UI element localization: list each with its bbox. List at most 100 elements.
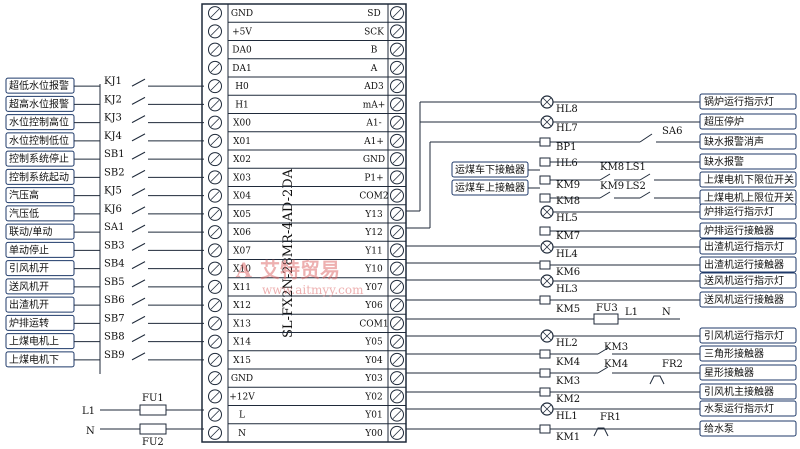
output-label-4: 上煤电机下限位开关 (680, 171, 797, 188)
hl6-label: HL6 (556, 158, 578, 169)
km8-label: KM8 (600, 162, 624, 173)
right-terminal-18: Y05 (364, 334, 404, 349)
input-label: 单动停止 (9, 243, 49, 256)
right-terminal-1: SCK (364, 24, 404, 39)
hl3-label: HL3 (556, 284, 578, 295)
km8b-label: KM8 (556, 196, 580, 207)
input-tag: SB9 (104, 350, 125, 361)
power-section: L1 N FU1 FU2 (82, 393, 204, 448)
km4-coil (539, 349, 551, 359)
output-label-text: 超压停炉 (704, 115, 744, 128)
km2-label: KM2 (556, 394, 580, 405)
right-pin-label: Y01 (364, 411, 382, 421)
hl1-label: HL1 (556, 411, 578, 422)
output-label-3: 缺水报警 (680, 153, 797, 170)
right-terminal-15: Y07 (364, 279, 404, 294)
input-tag: SB8 (104, 332, 125, 343)
km6-label: KM6 (556, 267, 580, 278)
right-terminal-4: AD3 (363, 79, 404, 94)
line-n-label: N (662, 307, 671, 318)
left-terminal-20: GND (208, 371, 253, 386)
right-terminal-0: SD (367, 6, 404, 21)
input-tag: SB1 (104, 149, 125, 160)
right-pin-label: B (371, 46, 378, 56)
output-label-text: 水泵运行指示灯 (704, 402, 774, 415)
input-label: 超低水位报警 (9, 79, 69, 92)
fr1-label: FR1 (600, 412, 621, 423)
output-label-text: 送风机运行接触器 (704, 293, 784, 306)
output-label-2: 缺水报警消声 (680, 133, 797, 150)
n-label: N (86, 426, 95, 437)
km9b-label: KM9 (600, 181, 624, 192)
right-pin-label: mA+ (363, 100, 386, 110)
input-tag: KJ1 (104, 76, 122, 87)
input-tag: SB3 (104, 240, 125, 251)
right-pin-label: Y10 (364, 265, 383, 275)
output-label-text: 出渣机运行指示灯 (704, 240, 784, 253)
km3-contact-label: KM3 (604, 342, 628, 353)
left-terminal-22: L (208, 407, 245, 422)
output-label-12: 引风机运行指示灯 (680, 327, 797, 344)
left-pin-label: X12 (233, 301, 251, 311)
left-pin-label: +12V (229, 392, 255, 402)
plc-right-terminals: SDSCKBAAD3mA+A1-A1+GNDP1+COM2Y13Y12Y11Y1… (359, 3, 406, 440)
left-pin-label: H0 (235, 82, 249, 92)
input-tag: KJ3 (104, 113, 122, 124)
left-pin-label: X03 (233, 173, 251, 183)
input-label: 上煤电机上 (9, 335, 59, 348)
output-label-14: 星形接触器 (680, 364, 797, 381)
output-label-text: 上煤电机下限位开关 (704, 173, 794, 186)
left-pin-label: X01 (233, 137, 251, 147)
right-pin-label: Y13 (364, 210, 383, 220)
watermark-logo-icon: A (235, 258, 252, 282)
km7-label: KM7 (556, 231, 580, 242)
output-label-9: 出渣机运行接触器 (680, 256, 797, 273)
conveyor-label-0: 运煤车下接触器 (451, 161, 540, 178)
left-terminal-13: X07 (208, 243, 251, 258)
left-terminal-5: H1 (208, 97, 249, 112)
fu3-label: FU3 (596, 303, 618, 314)
output-label-text: 三角形接触器 (704, 347, 764, 360)
km5-label: KM5 (556, 304, 580, 315)
input-tag: SB4 (104, 259, 125, 270)
conveyor-label-text: 运煤车下接触器 (455, 163, 525, 176)
left-terminal-16: X12 (208, 298, 251, 313)
right-pin-label: Y04 (364, 356, 383, 366)
right-pin-label: A1+ (363, 137, 384, 147)
output-label-16: 水泵运行指示灯 (680, 400, 797, 417)
conveyor-label-1: 运煤车上接触器 (451, 179, 540, 196)
left-pin-label: X15 (233, 356, 251, 366)
left-pin-label: X02 (233, 155, 251, 165)
plc-left-terminals: GND+5VDA0DA1H0H1X00X01X02X03X04X05X06X07… (208, 3, 388, 440)
right-pin-label: COM1 (359, 319, 388, 329)
input-kj1: 超低水位报警 KJ1 (5, 76, 204, 94)
output-network: HL8 HL7 BP1 SA6 HL6 KM8 LS1 KM9 KM9 LS2 (406, 95, 683, 443)
plc-model-label: SL-FX2N-28MR-4AD-2DA (281, 168, 296, 338)
left-terminal-8: X02 (208, 152, 251, 167)
watermark-url: www.aitmyy.com (262, 283, 364, 297)
input-label: 控制系统起动 (9, 170, 69, 183)
ls2-label: LS2 (626, 181, 646, 192)
output-label-text: 引风机运行指示灯 (704, 329, 784, 342)
km1-label: KM1 (556, 432, 580, 443)
output-label-17: 给水泵 (680, 420, 797, 437)
right-pin-label: A (370, 64, 378, 74)
left-pin-label: DA0 (232, 46, 252, 56)
hl7-label: HL7 (556, 123, 578, 134)
left-pin-label: GND (231, 9, 253, 19)
left-terminal-3: DA1 (208, 60, 252, 75)
left-terminal-14: X10 (208, 261, 251, 276)
input-tag: SB5 (104, 277, 125, 288)
right-terminal-13: Y11 (364, 243, 404, 258)
output-label-text: 出渣机运行接触器 (704, 258, 784, 271)
right-terminal-8: GND (363, 152, 404, 167)
right-terminal-17: COM1 (359, 316, 404, 331)
fu1-label: FU1 (142, 393, 164, 404)
input-sb8: 上煤电机上 SB8 (5, 332, 204, 350)
output-label-15: 引风机主接触器 (680, 383, 797, 400)
